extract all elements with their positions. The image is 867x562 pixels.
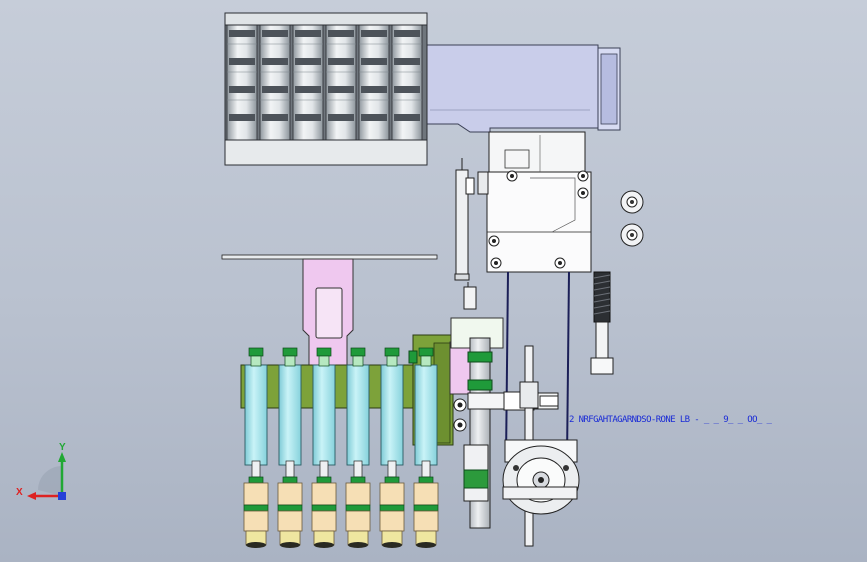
air-fitting [418,347,434,367]
servo-motor [477,131,592,273]
guide-shaft [454,158,477,310]
pneumatic-cylinder [345,364,371,548]
cap-screw [590,271,614,375]
air-fitting [316,347,332,367]
linear-slide [449,317,559,529]
annotation-text: 2 NRFGAHTAGARNDSO-RONE LB - _ _ 9_ _ OO_… [569,415,772,425]
pneumatic-cylinder-bank [243,364,439,548]
x-axis-label: X [16,487,23,498]
gripper-roller [259,14,291,162]
pneumatic-cylinder [277,364,303,548]
pneumatic-cylinder [413,364,439,548]
drive-belt [505,271,570,461]
lavender-support-bracket [417,44,621,133]
air-fitting [350,347,366,367]
air-fitting [384,347,400,367]
y-axis-label: Y [59,442,66,453]
manifold-fitting [408,350,418,364]
washer-pair [620,190,644,247]
air-fittings [248,347,434,367]
z-axis-marker [58,492,66,500]
pneumatic-cylinder [379,364,405,548]
pulley-assembly [502,345,580,547]
air-fitting [282,347,298,367]
roller-bank [224,12,428,166]
air-fitting [248,347,264,367]
pneumatic-cylinder [311,364,337,548]
